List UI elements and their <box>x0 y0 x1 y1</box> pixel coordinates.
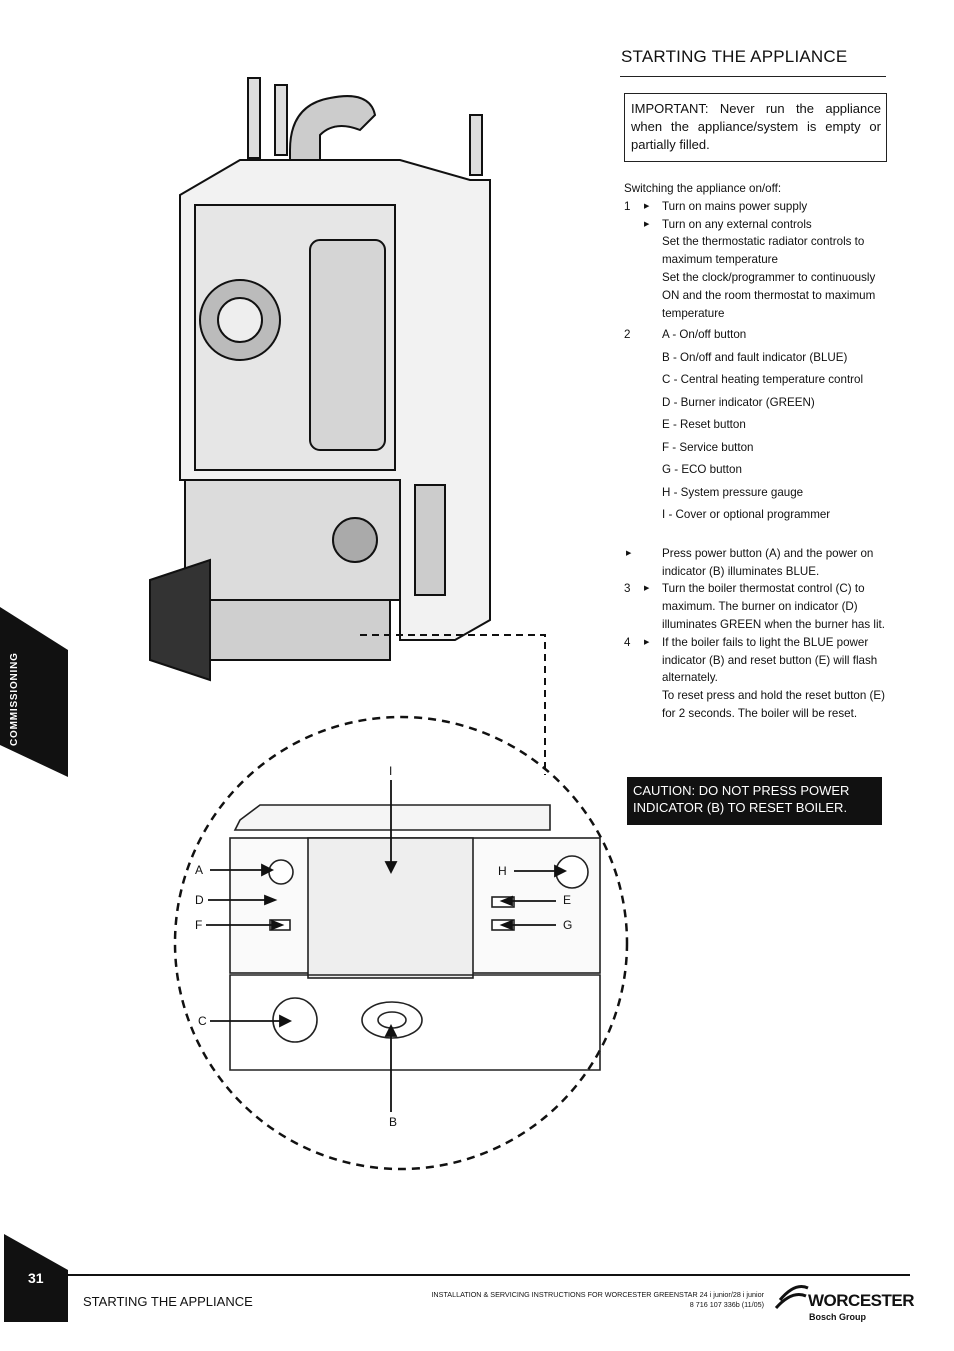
step-1-d: Set the clock/programmer to continuously… <box>624 269 894 322</box>
footer-divider <box>68 1274 910 1276</box>
arrow-bullet-icon: ▶ <box>644 638 650 646</box>
bosch-group-label: Bosch Group <box>809 1312 867 1322</box>
step-text: Turn on any external controls <box>662 217 812 231</box>
step-1-c: Set the thermostatic radiator controls t… <box>624 233 894 269</box>
footer-doc-title: INSTALLATION & SERVICING INSTRUCTIONS FO… <box>431 1290 764 1299</box>
label-i: I <box>389 764 393 778</box>
step-1-a: 1 ▶ Turn on mains power supply <box>624 198 894 216</box>
step-4-b: To reset press and hold the reset button… <box>624 687 894 723</box>
side-tab-shape <box>0 607 68 777</box>
arrow-bullet-icon: ▶ <box>626 549 632 557</box>
legend-item: G - ECO button <box>662 463 742 477</box>
arrow-bullet-icon: ▶ <box>644 220 650 228</box>
legend-item: I - Cover or optional programmer <box>662 508 831 522</box>
legend-item: B - On/off and fault indicator (BLUE) <box>662 350 848 364</box>
step-text: Set the thermostatic radiator controls t… <box>662 235 865 267</box>
step-number: 3 <box>624 582 631 596</box>
page-tab-shape <box>4 1234 68 1322</box>
arrow-bullet-icon: ▶ <box>644 202 650 210</box>
label-a: A <box>195 863 204 877</box>
step-2-legend: 2 A - On/off button <box>624 326 894 349</box>
worcester-logo: WORCESTER <box>808 1291 915 1310</box>
label-c: C <box>198 1014 207 1028</box>
step-text: Set the clock/programmer to continuously… <box>662 270 876 320</box>
legend-item: C - Central heating temperature control <box>662 373 864 387</box>
step-4: 4 ▶ If the boiler fails to light the BLU… <box>624 634 894 687</box>
legend-item: F - Service button <box>662 440 754 454</box>
step-number: 4 <box>624 635 631 649</box>
label-g: G <box>563 918 573 932</box>
title-divider <box>620 76 886 77</box>
label-e: E <box>563 893 572 907</box>
step-number: 2 <box>624 328 631 342</box>
important-notice: IMPORTANT: Never run the appliance when … <box>624 93 887 162</box>
step-text: Turn on mains power supply <box>662 199 808 213</box>
step-text: Press power button (A) and the power on … <box>662 546 874 578</box>
label-f: F <box>195 918 203 932</box>
footer-doc-info: INSTALLATION & SERVICING INSTRUCTIONS FO… <box>390 1290 764 1310</box>
label-b: B <box>389 1115 398 1129</box>
steps-intro: Switching the appliance on/off: <box>624 182 782 195</box>
legend-item: A - On/off button <box>662 328 747 342</box>
step-2-b: ▶ Press power button (A) and the power o… <box>624 545 894 581</box>
step-text: If the boiler fails to light the BLUE po… <box>662 635 878 685</box>
footer-title: STARTING THE APPLIANCE <box>83 1294 253 1309</box>
caution-notice: CAUTION: DO NOT PRESS POWER INDICATOR (B… <box>627 777 882 825</box>
label-d: D <box>195 893 204 907</box>
footer-doc-code: 8 716 107 336b (11/05) <box>689 1300 764 1309</box>
page-number: 31 <box>28 1270 44 1286</box>
legend-item: E - Reset button <box>662 418 746 432</box>
step-text: To reset press and hold the reset button… <box>662 689 885 721</box>
page-title: STARTING THE APPLIANCE <box>621 47 848 66</box>
legend-item: H - System pressure gauge <box>662 485 804 499</box>
label-h: H <box>498 864 507 878</box>
step-number: 1 <box>624 199 631 213</box>
steps-list: Switching the appliance on/off: 1 ▶ Turn… <box>624 180 894 723</box>
step-1-b: ▶ Turn on any external controls <box>624 216 894 234</box>
arrow-bullet-icon: ▶ <box>644 585 650 593</box>
section-tab-label: COMMISSIONING <box>9 652 20 746</box>
legend-item: D - Burner indicator (GREEN) <box>662 395 815 409</box>
step-text: Turn the boiler thermostat control (C) t… <box>662 582 885 632</box>
step-3: 3 ▶ Turn the boiler thermostat control (… <box>624 580 894 633</box>
